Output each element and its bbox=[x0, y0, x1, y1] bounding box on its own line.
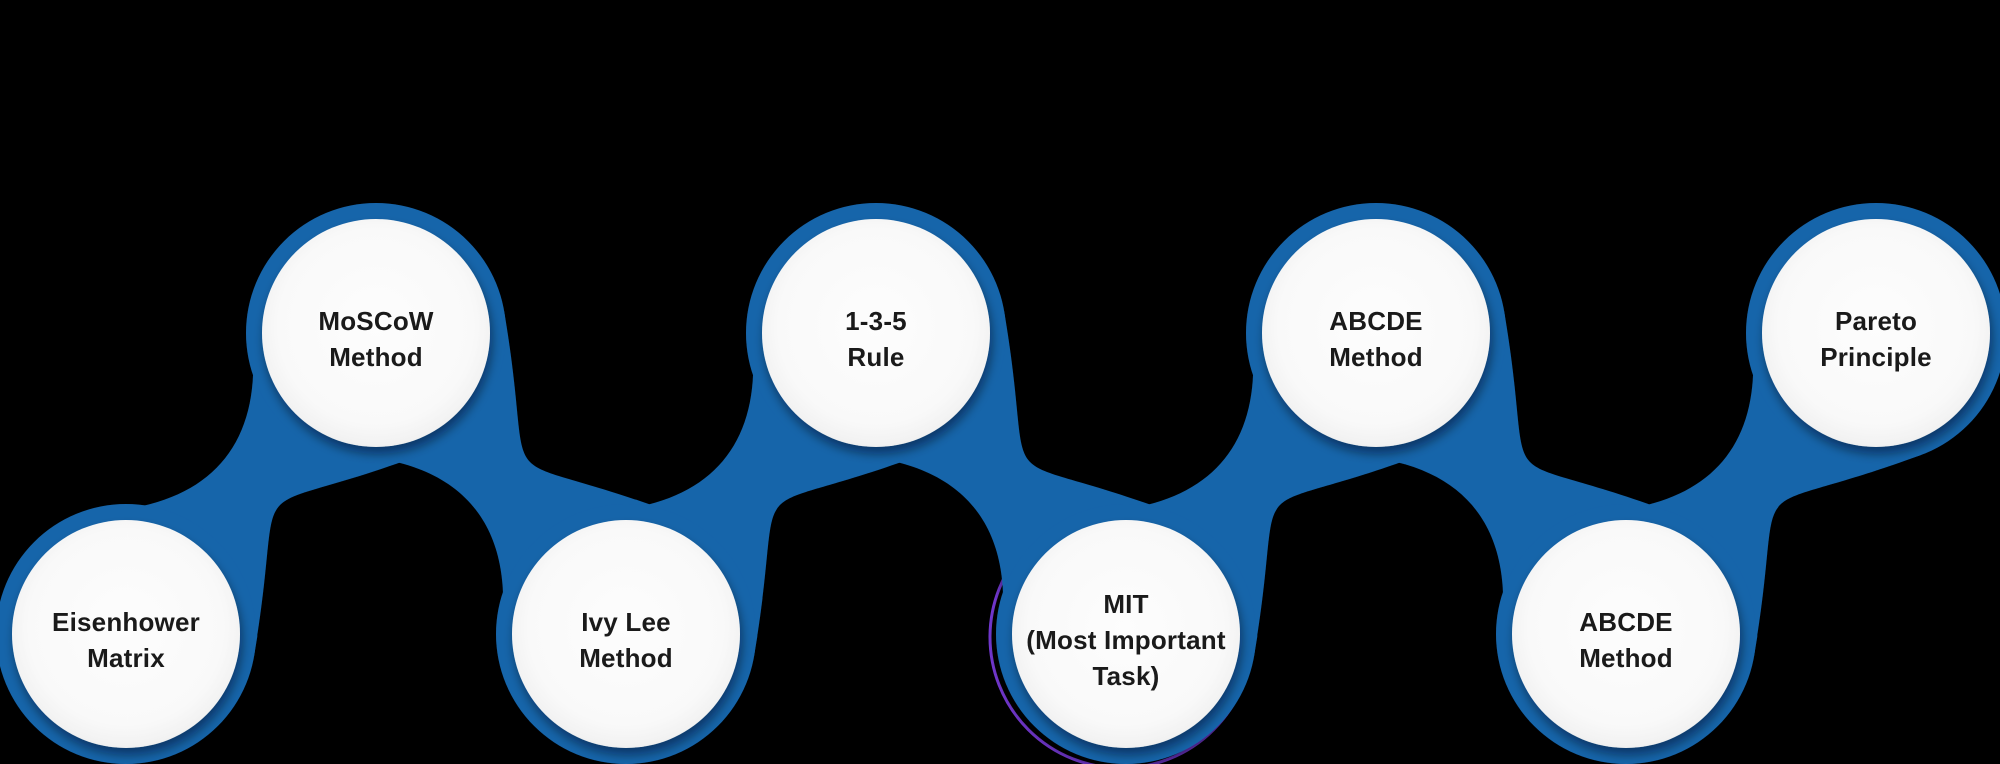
node-faces bbox=[12, 219, 1990, 748]
node-face bbox=[12, 520, 240, 748]
node-face bbox=[1262, 219, 1490, 447]
node-face bbox=[1512, 520, 1740, 748]
node-face bbox=[262, 219, 490, 447]
node-face bbox=[1762, 219, 1990, 447]
node-face bbox=[1012, 520, 1240, 748]
node-face bbox=[762, 219, 990, 447]
node-face bbox=[512, 520, 740, 748]
